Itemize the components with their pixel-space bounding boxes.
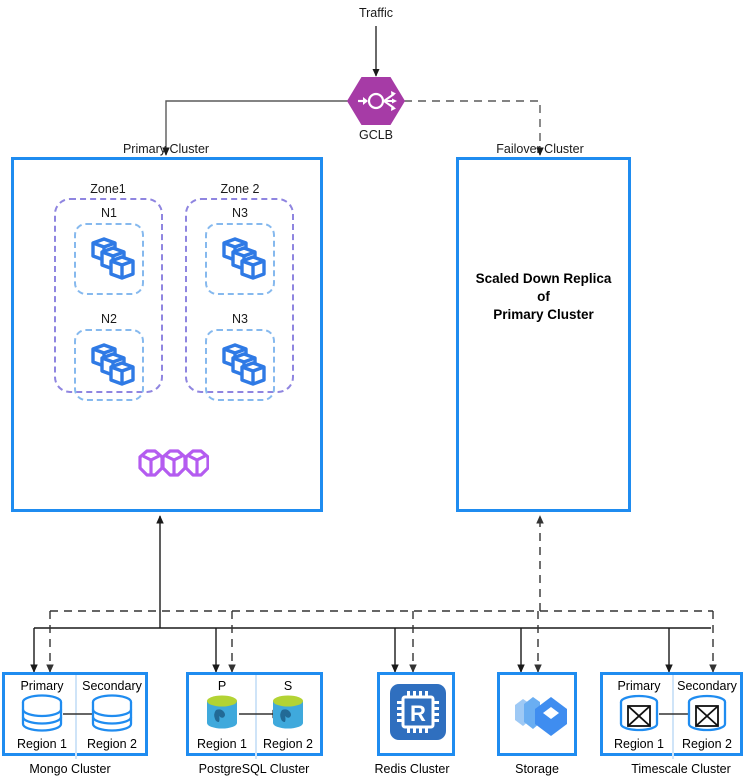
- timescale-cluster-box[interactable]: Primary Secondary Region 1 Region 2: [600, 672, 743, 759]
- node-n2-box[interactable]: [74, 329, 144, 401]
- failover-replica-text: Scaled Down Replica of Primary Cluster: [459, 270, 628, 324]
- gclb-node[interactable]: [347, 76, 405, 126]
- timescale-cylinder-icon: [687, 694, 727, 732]
- traffic-label: Traffic: [358, 6, 394, 20]
- failover-line-2: of: [537, 289, 550, 304]
- failover-line-1: Scaled Down Replica: [475, 271, 612, 286]
- mongo-primary-role: Primary: [20, 679, 64, 693]
- postgres-secondary-role: S: [283, 679, 293, 693]
- load-balancer-icon: [347, 77, 405, 125]
- postgres-divider: [255, 675, 257, 759]
- node-n1-label: N1: [101, 206, 117, 220]
- node-cubes-icon: [91, 343, 135, 386]
- zone-2-label: Zone 2: [220, 182, 260, 196]
- node-n1-box[interactable]: [74, 223, 144, 295]
- postgres-primary-region: Region 1: [196, 737, 248, 751]
- timescale-replication-arrow: [619, 694, 727, 732]
- node-n3b-box[interactable]: [205, 329, 275, 401]
- node-n3b-label: N3: [232, 312, 248, 326]
- postgres-replication-arrow: [207, 695, 303, 729]
- gclb-label: GCLB: [358, 128, 394, 142]
- redis-cluster-box[interactable]: R: [377, 672, 455, 756]
- primary-cluster-box[interactable]: Zone1 N1 N2: [11, 157, 323, 512]
- node-cubes-icon: [222, 237, 266, 280]
- mongo-replication-arrow: [21, 694, 133, 732]
- primary-cluster-label: Primary Cluster: [122, 142, 210, 156]
- postgres-elephant-icon: [207, 695, 237, 729]
- failover-cluster-box[interactable]: Scaled Down Replica of Primary Cluster: [456, 157, 631, 512]
- postgres-cluster-caption: PostgreSQL Cluster: [198, 762, 310, 776]
- postgres-elephant-icon: [273, 695, 303, 729]
- mongo-secondary-role: Secondary: [82, 679, 142, 693]
- timescale-secondary-role: Secondary: [677, 679, 737, 693]
- node-n3a-box[interactable]: [205, 223, 275, 295]
- timescale-cylinder-icon: [619, 694, 659, 732]
- edge-gclb-to-primary: [162, 100, 349, 156]
- timescale-divider: [672, 675, 674, 759]
- svg-text:R: R: [410, 701, 426, 726]
- storage-caption: Storage: [515, 762, 559, 776]
- mongo-cylinder-icon: [21, 694, 63, 732]
- timescale-secondary-region: Region 2: [681, 737, 733, 751]
- zone-1-box: [54, 198, 163, 393]
- postgres-cluster-box[interactable]: P S Region 1 Region 2: [186, 672, 323, 759]
- purple-cubes-icon: [138, 449, 209, 477]
- redis-chip-icon: R: [390, 684, 446, 740]
- mongo-cluster-caption: Mongo Cluster: [29, 762, 111, 776]
- edge-gclb-to-failover: [404, 100, 544, 156]
- mongo-cluster-box[interactable]: Primary Secondary Region 1 Region 2: [2, 672, 148, 759]
- failover-cluster-label: Failover Cluster: [496, 142, 584, 156]
- cloud-storage-icon: [515, 697, 567, 736]
- node-n2-label: N2: [101, 312, 117, 326]
- mongo-divider: [75, 675, 77, 759]
- timescale-cluster-caption: Timescale Cluster: [631, 762, 731, 776]
- node-cubes-icon: [91, 237, 135, 280]
- mongo-cylinder-icon: [91, 694, 133, 732]
- storage-box[interactable]: [497, 672, 577, 756]
- node-cubes-icon: [222, 343, 266, 386]
- mongo-primary-region: Region 1: [16, 737, 68, 751]
- node-n3a-label: N3: [232, 206, 248, 220]
- zone-1-label: Zone1: [90, 182, 126, 196]
- redis-cluster-caption: Redis Cluster: [374, 762, 450, 776]
- failover-line-3: Primary Cluster: [493, 307, 594, 322]
- timescale-primary-role: Primary: [617, 679, 661, 693]
- mongo-secondary-region: Region 2: [86, 737, 138, 751]
- timescale-primary-region: Region 1: [613, 737, 665, 751]
- postgres-primary-role: P: [217, 679, 227, 693]
- postgres-secondary-region: Region 2: [262, 737, 314, 751]
- zone-2-box: [185, 198, 294, 393]
